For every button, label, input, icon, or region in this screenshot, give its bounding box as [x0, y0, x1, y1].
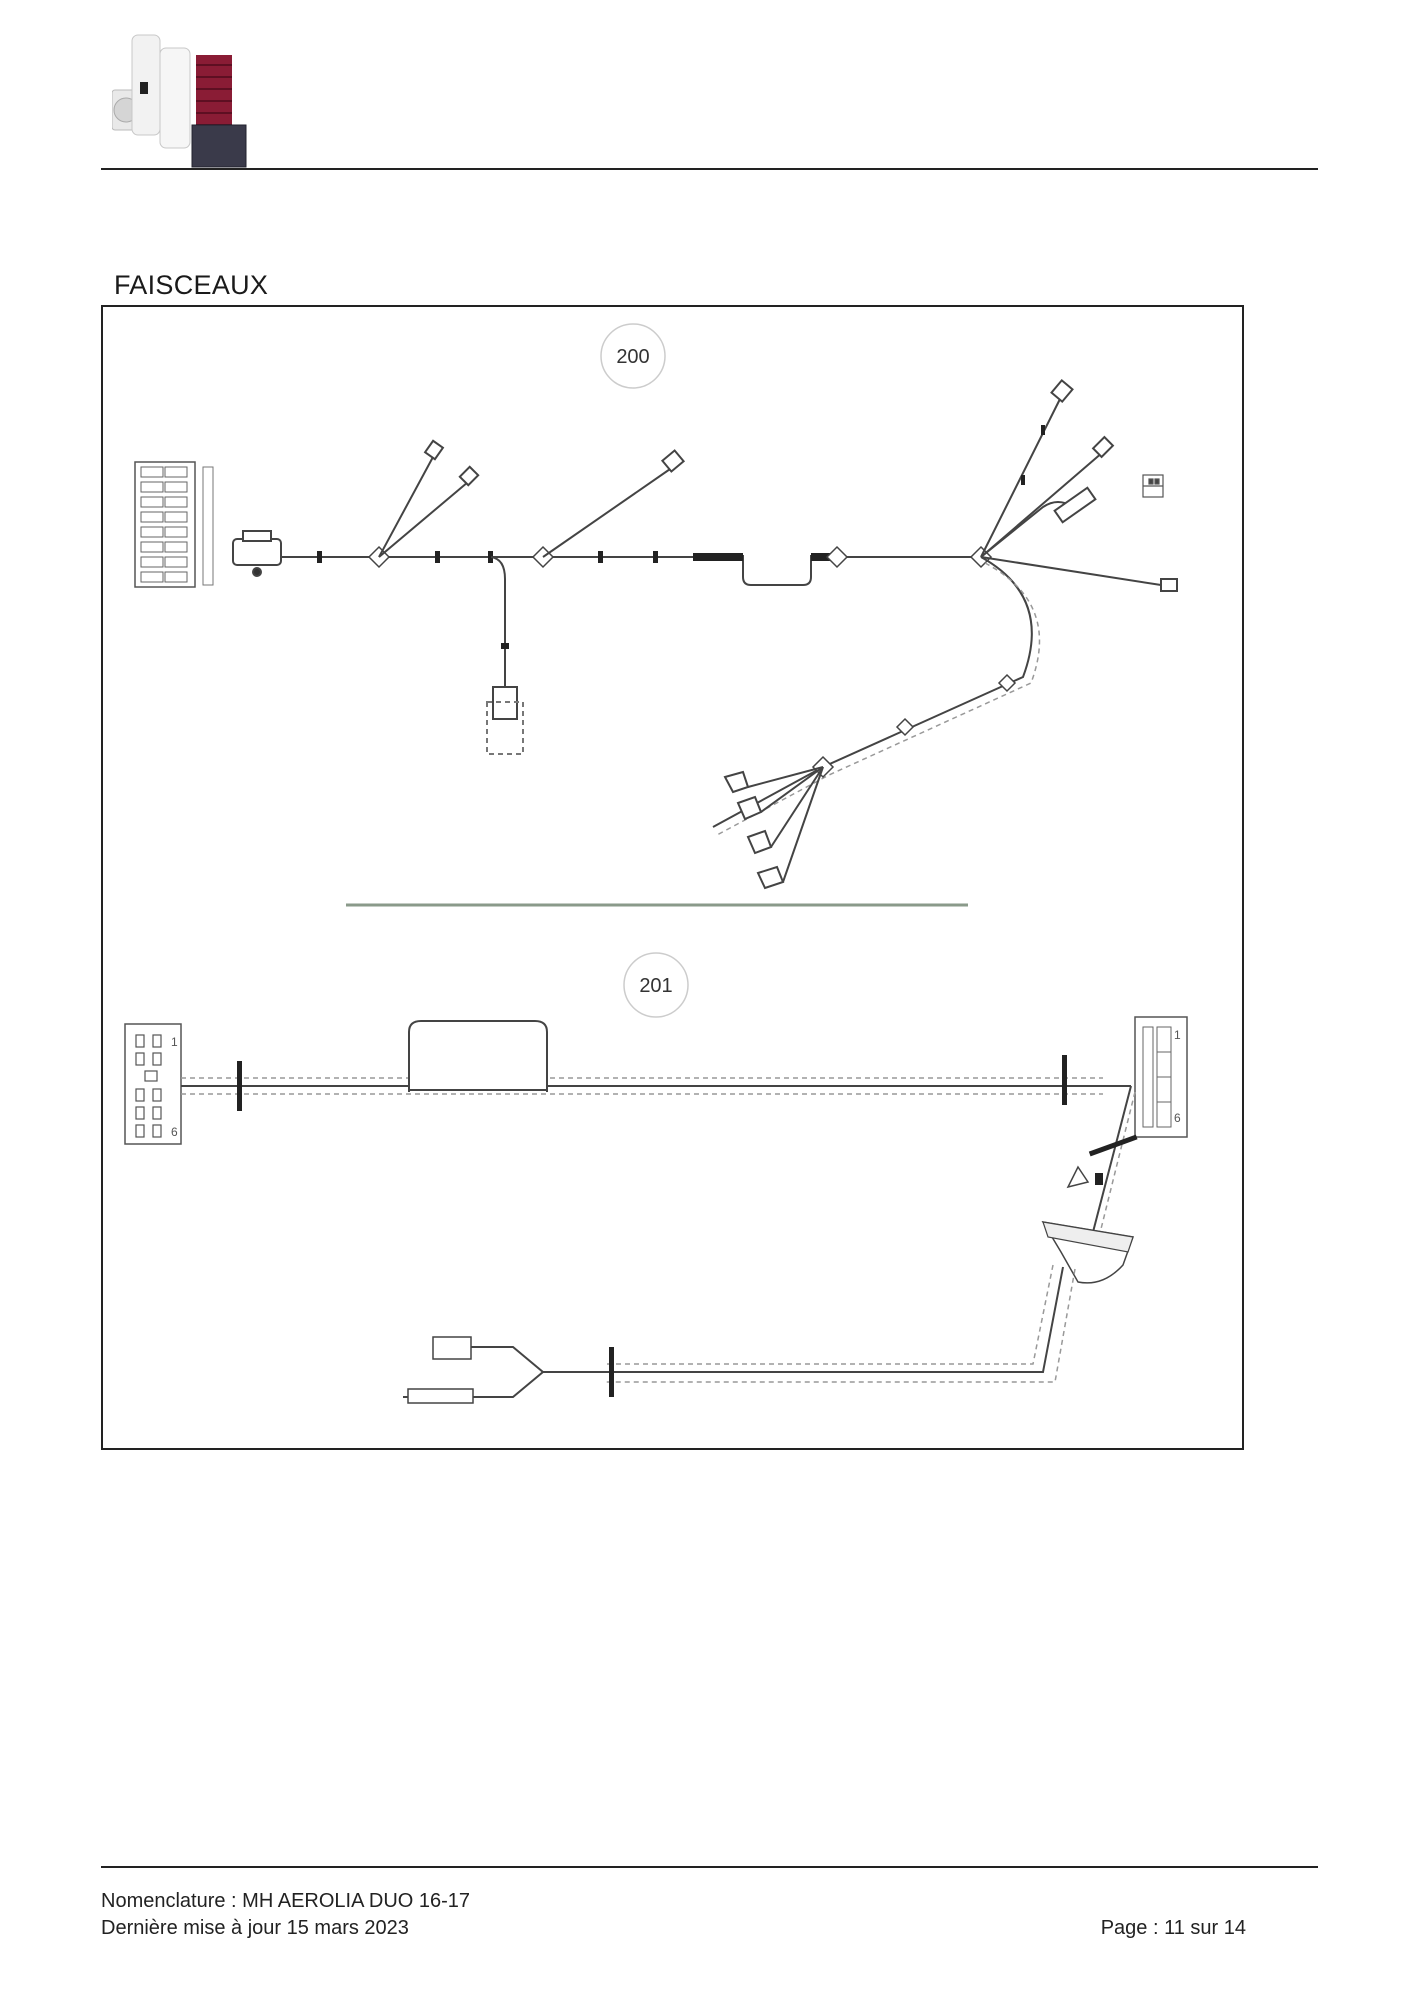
footer-document: Nomenclature : MH AEROLIA DUO 16-17	[101, 1890, 471, 1912]
section-title: FAISCEAUX	[114, 270, 269, 300]
callout-200-label: 200	[616, 346, 649, 368]
harness-diagram-frame: 200 201	[101, 305, 1244, 1450]
footer-updated: Dernière mise à jour 15 mars 2023	[101, 1917, 409, 1939]
brand-logo	[111, 30, 262, 170]
footer-rule	[101, 1866, 1318, 1868]
sensor-cap-icon	[1041, 1220, 1135, 1284]
harness-200-drawing	[134, 378, 1178, 890]
right-connector-pin-first: 1	[1174, 1028, 1181, 1042]
left-connector-icon	[124, 1023, 182, 1145]
callout-201-label: 201	[639, 975, 672, 997]
footer-page-number: Page : 11 sur 14	[1100, 1917, 1246, 1939]
right-connector-icon	[1134, 1016, 1188, 1138]
left-connector-pin-first: 1	[171, 1035, 178, 1049]
right-connector-pin-last: 6	[1174, 1111, 1181, 1125]
harness-diagram: 200 201	[124, 323, 1188, 1404]
terminal-block-icon	[134, 461, 214, 588]
product-range-logo-icon	[111, 34, 247, 168]
left-connector-pin-last: 6	[171, 1125, 178, 1139]
callout-201: 201	[623, 952, 689, 1018]
header-rule	[101, 168, 1318, 170]
harness-plug-icon	[232, 530, 282, 577]
callout-200: 200	[600, 323, 666, 389]
harness-201-drawing	[124, 1016, 1188, 1404]
